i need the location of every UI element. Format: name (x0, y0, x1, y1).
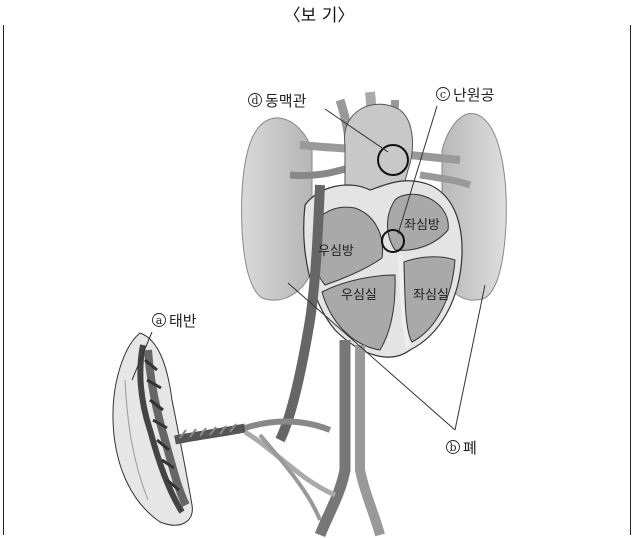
svg-text:폐: 폐 (463, 439, 477, 457)
label-right-ventricle: 우심실 (341, 288, 377, 303)
svg-text:a: a (156, 314, 163, 327)
label-lung: b 폐 (447, 439, 477, 457)
svg-text:c: c (440, 88, 446, 101)
svg-text:b: b (449, 441, 456, 454)
placenta-shape (113, 333, 192, 525)
label-right-atrium: 우심방 (318, 244, 354, 259)
label-left-atrium: 좌심방 (404, 218, 440, 233)
svg-text:난원공: 난원공 (453, 86, 494, 104)
label-placenta: a 태반 (153, 312, 197, 330)
label-left-ventricle: 좌심실 (413, 288, 449, 303)
svg-text:태반: 태반 (169, 312, 197, 330)
label-ductus: d 동맥관 (249, 92, 307, 110)
svg-text:동맥관: 동맥관 (265, 92, 307, 110)
umbilical-cord (175, 424, 245, 440)
svg-text:d: d (251, 94, 258, 107)
label-foramen: c 난원공 (437, 86, 495, 104)
